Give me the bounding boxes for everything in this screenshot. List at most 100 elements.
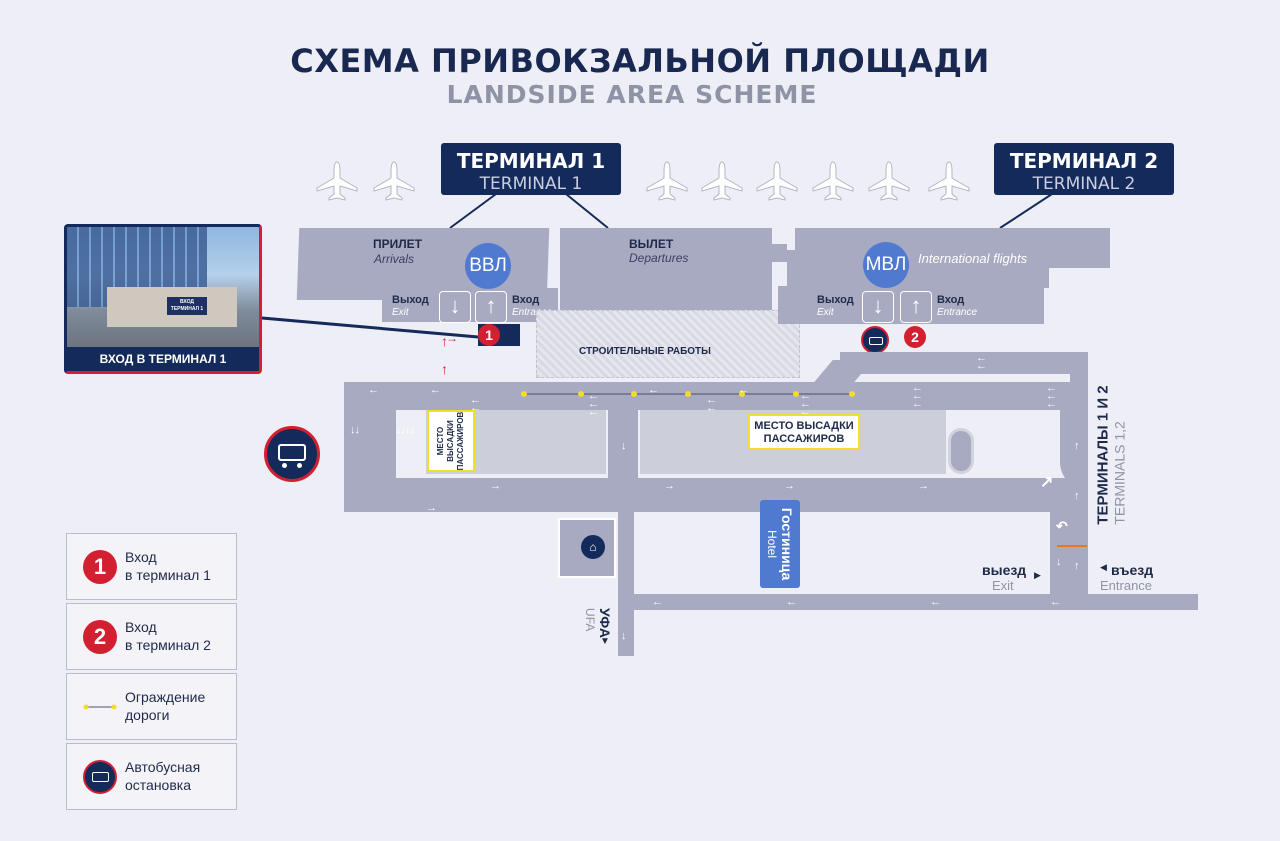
- traffic-arrow-icon: ←: [430, 384, 441, 396]
- traffic-arrow-icon: ↓: [1056, 556, 1061, 568]
- arrow-left-icon: ◀: [1100, 562, 1107, 572]
- main-road: [344, 382, 1088, 410]
- plane-icon: [812, 161, 854, 201]
- traffic-arrow-icon: ←←←: [800, 390, 811, 418]
- international-flights-badge: МВЛ: [863, 242, 909, 288]
- domestic-flights-badge: ВВЛ: [465, 243, 511, 289]
- traffic-arrow-icon: →: [426, 502, 437, 514]
- roundabout: [948, 428, 974, 474]
- hotel-label: Гостиница: [779, 507, 795, 581]
- plane-icon: [701, 161, 743, 201]
- traffic-arrow-icon: →: [490, 480, 501, 492]
- map-title: СХЕМА ПРИВОКЗАЛЬНОЙ ПЛОЩАДИ: [290, 42, 990, 80]
- traffic-arrow-icon: →: [918, 480, 929, 492]
- entrance-2-marker: 2: [904, 326, 926, 348]
- t2-entrance-label: Вход: [937, 294, 965, 306]
- traffic-arrow-icon: ↑: [1074, 560, 1079, 572]
- traffic-arrow-icon: ←←: [706, 394, 717, 414]
- terminal2-label: ТЕРМИНАЛ 2 TERMINAL 2: [994, 143, 1174, 195]
- departures-label-en: Departures: [629, 251, 689, 265]
- road-fence: [521, 391, 855, 397]
- arrow-up-icon: ↑: [475, 291, 507, 323]
- traffic-arrow-icon: ↓: [621, 440, 626, 452]
- plane-icon: [646, 161, 688, 201]
- arrow-down-icon: ↓: [862, 291, 894, 323]
- traffic-arrow-icon: →: [784, 480, 795, 492]
- arrow-up-icon: ↑: [900, 291, 932, 323]
- bus-stop-icon: [861, 326, 889, 354]
- dropoff-zone-main: МЕСТО ВЫСАДКИ ПАССАЖИРОВ: [748, 414, 860, 450]
- south-road: [344, 478, 1074, 512]
- ufa-road: [618, 490, 634, 656]
- map-subtitle: LANDSIDE AREA SCHEME: [446, 80, 818, 109]
- t1-exit-label: Выход: [392, 294, 429, 306]
- traffic-arrow-icon: ←←←: [588, 390, 599, 418]
- terminal1-label: ТЕРМИНАЛ 1 TERMINAL 1: [441, 143, 621, 195]
- traffic-arrow-icon: ←←←: [912, 382, 923, 410]
- plane-icon: [756, 161, 798, 201]
- dropoff-zone-small: МЕСТО ВЫСАДКИ ПАССАЖИРОВ: [427, 410, 475, 472]
- traffic-arrow-icon: ←←: [976, 352, 987, 372]
- hotel-building: Гостиница Hotel: [760, 500, 800, 588]
- traffic-arrow-icon: ↑: [1074, 490, 1079, 502]
- photo-caption: ВХОД В ТЕРМИНАЛ 1: [67, 347, 259, 371]
- entry-sign: въезд: [1111, 562, 1154, 578]
- exit-road: [618, 594, 1198, 610]
- terminal1-departures-building: [560, 228, 772, 310]
- t1-entrance-label: Вход: [512, 294, 540, 306]
- traffic-arrow-icon: ↑: [1074, 440, 1079, 452]
- traffic-arrow-icon: ↓↓↓↓: [396, 424, 415, 436]
- arrow-down-icon: ↓: [439, 291, 471, 323]
- barrier-line: [1057, 545, 1087, 547]
- construction-label: СТРОИТЕЛЬНЫЕ РАБОТЫ: [579, 346, 711, 357]
- t2-exit-label: Выход: [817, 294, 854, 306]
- red-arrow-icon: →: [446, 331, 458, 345]
- terminal2-loop-road: [840, 352, 1086, 374]
- traffic-arrow-icon: →: [664, 480, 675, 492]
- arrivals-label: ПРИЛЕТ: [373, 237, 423, 251]
- red-arrow-up-icon: ↑: [441, 333, 448, 349]
- plane-icon: [928, 161, 970, 201]
- traffic-arrow-icon: ←←←: [1046, 382, 1057, 410]
- exit-sign-en: Exit: [992, 578, 1014, 593]
- t1-entrance-label-en: Entrance: [512, 307, 553, 318]
- bus-icon: [83, 760, 117, 794]
- u-turn-icon: ↶: [1056, 518, 1068, 534]
- traffic-arrow-icon: ←: [738, 384, 749, 396]
- entrance-1-marker: 1: [478, 324, 500, 346]
- entry-sign-en: Entrance: [1100, 578, 1153, 593]
- traffic-arrow-icon: ↓: [621, 630, 626, 642]
- traffic-arrow-icon: ←: [786, 596, 797, 608]
- red-arrow-up-icon: ↑: [441, 361, 448, 377]
- international-flights-label: International flights: [918, 251, 1028, 266]
- terminal1-entrance-photo: ВХОД ТЕРМИНАЛ 1 ВХОД В ТЕРМИНАЛ 1: [64, 224, 262, 374]
- bus-stop-icon: [264, 426, 320, 482]
- ufa-sign: УФА UFA: [583, 608, 613, 638]
- t2-entrance-label-en: Entrance: [937, 307, 978, 318]
- departures-label: ВЫЛЕТ: [629, 237, 674, 251]
- entrance-2-icon: 2: [83, 620, 117, 654]
- landmark-icon: ⌂: [581, 535, 605, 559]
- turn-arrow-icon: ↗: [1040, 474, 1053, 491]
- arrow-right-icon: ▶: [1034, 570, 1041, 580]
- fence-icon: [83, 704, 117, 710]
- traffic-arrow-icon: ←: [930, 596, 941, 608]
- traffic-arrow-icon: ←: [648, 384, 659, 396]
- plane-icon: [868, 161, 910, 201]
- traffic-arrow-icon: ←: [368, 384, 379, 396]
- entrance-1-icon: 1: [83, 550, 117, 584]
- arrivals-label-en: Arrivals: [374, 252, 415, 266]
- arrow-right-icon: ▼: [600, 636, 610, 647]
- traffic-arrow-icon: ↓↓: [350, 424, 360, 436]
- plane-icon: [316, 161, 358, 201]
- t2-exit-label-en: Exit: [817, 307, 834, 318]
- traffic-arrow-icon: ←←: [470, 394, 481, 414]
- traffic-arrow-icon: ←: [1050, 596, 1061, 608]
